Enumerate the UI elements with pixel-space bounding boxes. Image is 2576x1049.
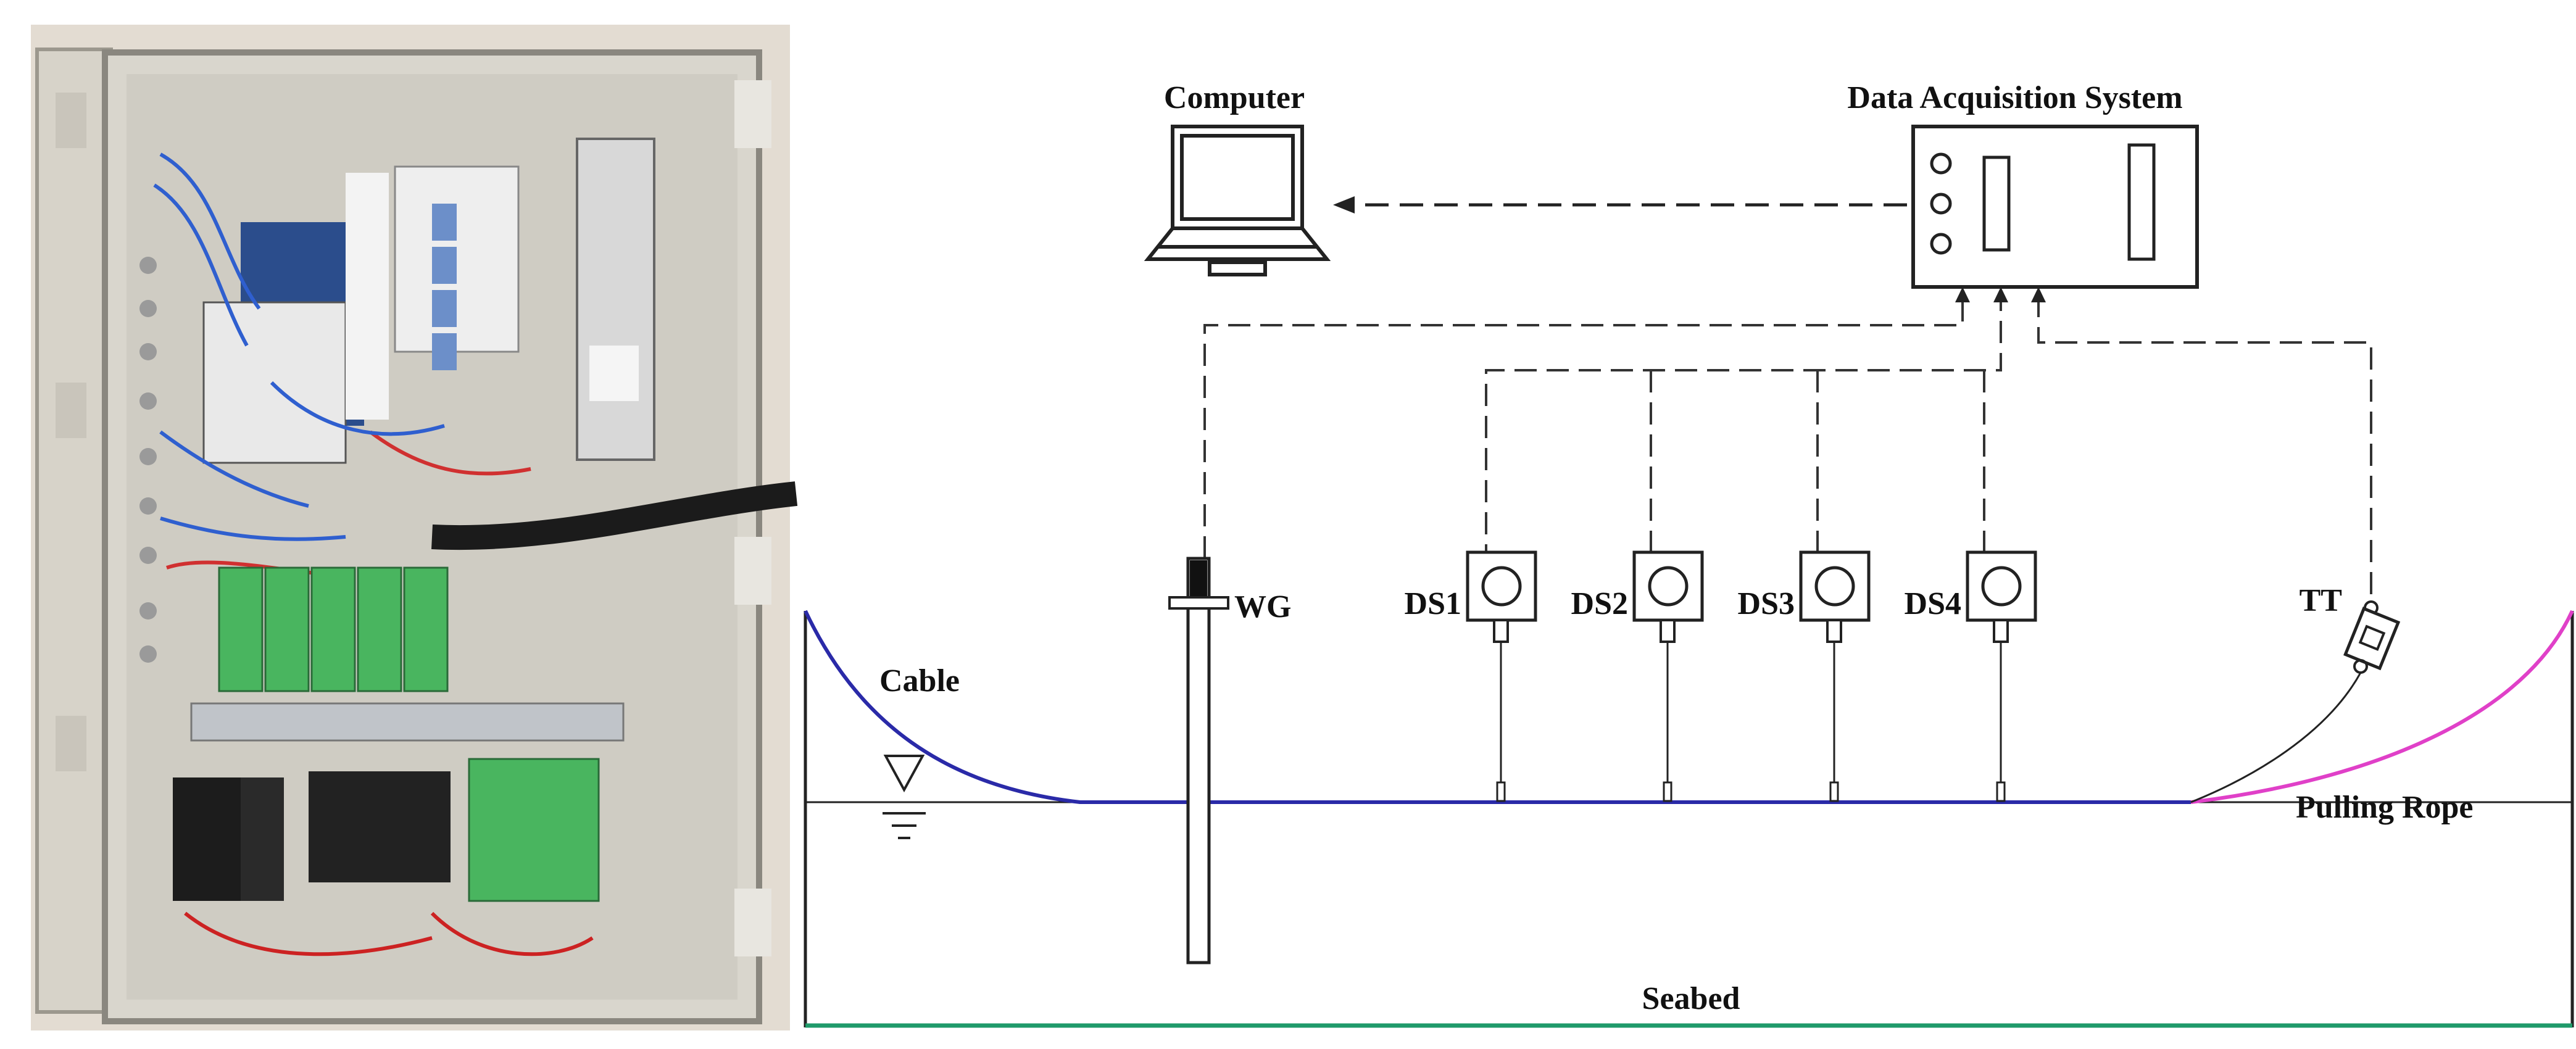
computer: Computer — [1144, 80, 1331, 276]
daq-to-computer-link — [1333, 196, 1907, 214]
cable-label: Cable — [879, 663, 960, 699]
daq-knob-icon — [1930, 193, 1952, 215]
signal-arrowheads — [1955, 287, 2046, 302]
daq-display — [1982, 155, 2011, 252]
control-cabinet-photo — [0, 0, 802, 1049]
ds3-label: DS3 — [1738, 586, 1795, 621]
daq-label: Data Acquisition System — [1847, 80, 2182, 115]
ds2-label: DS2 — [1571, 586, 1628, 621]
wave-gauge: WG — [1168, 557, 1291, 964]
laptop-icon — [1144, 125, 1331, 276]
tt-label: TT — [2300, 583, 2342, 618]
ds4-label: DS4 — [1905, 586, 1961, 621]
cable-line — [804, 610, 2191, 804]
wave-gauge-label: WG — [1234, 589, 1291, 624]
displacement-sensor-ds2: DS2 — [1571, 550, 1704, 802]
daq-slot — [2127, 143, 2156, 261]
water-level-icon — [883, 755, 926, 839]
signal-lines — [1203, 295, 2372, 602]
displacement-sensor-ds3: DS3 — [1738, 550, 1871, 802]
tension-transducer: TT — [2190, 583, 2401, 803]
daq-knob-icon — [1930, 152, 1952, 175]
displacement-sensor-ds4: DS4 — [1905, 550, 2037, 802]
daq-knob-icon — [1930, 233, 1952, 255]
measurement-schematic: Computer Data Acquisition System — [804, 80, 2574, 1028]
computer-label: Computer — [1164, 80, 1305, 115]
ds1-label: DS1 — [1405, 586, 1461, 621]
displacement-sensor-ds1: DS1 — [1405, 550, 1537, 802]
seabed-label: Seabed — [1642, 981, 1740, 1016]
data-acquisition-system: Data Acquisition System — [1847, 80, 2199, 289]
pulling-rope-line — [2190, 610, 2574, 804]
pulling-rope-label: Pulling Rope — [2296, 790, 2474, 825]
